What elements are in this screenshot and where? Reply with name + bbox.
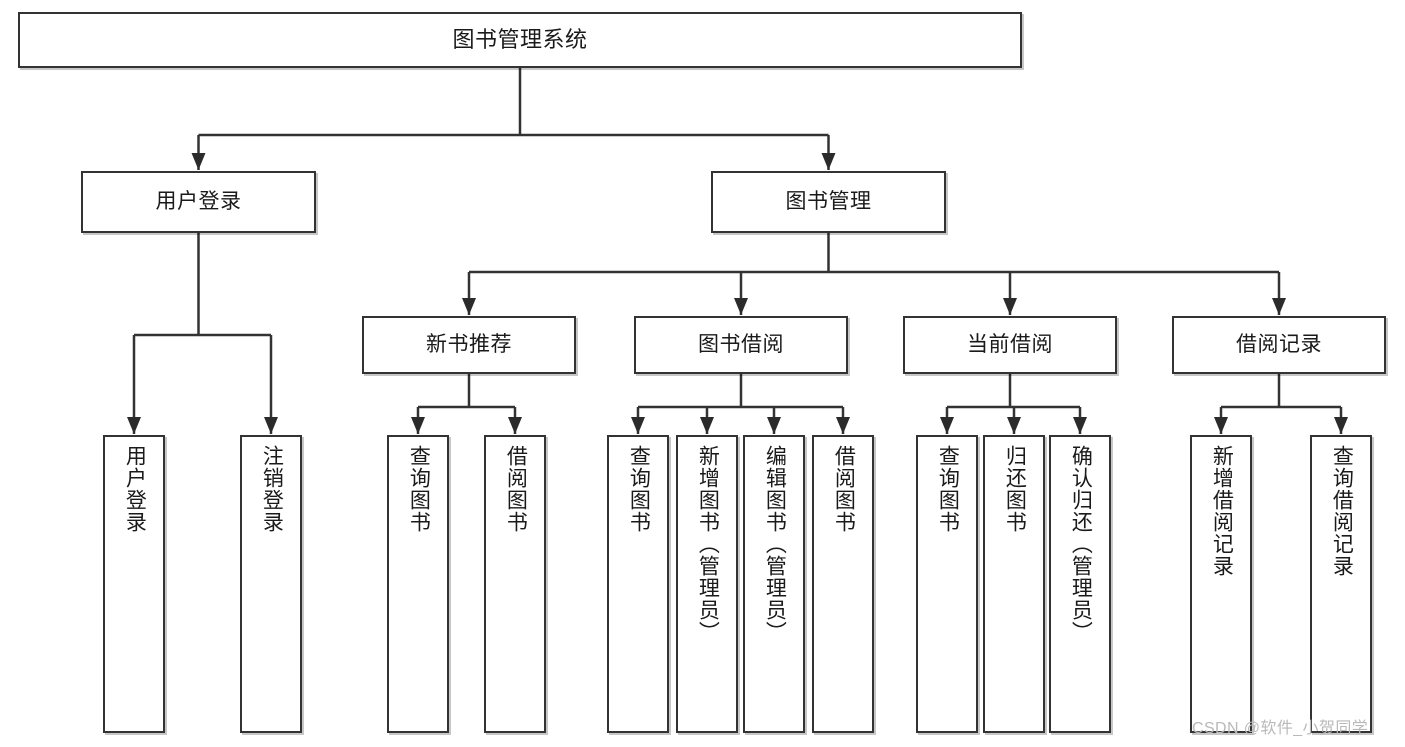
node-label: 借阅图书 <box>504 445 528 533</box>
node-label: 借阅记录 <box>1236 333 1322 357</box>
node-current-2[interactable]: 归还图书 <box>983 435 1045 733</box>
node-label: 编辑图书（管理员） <box>763 445 787 643</box>
node-label: 当前借阅 <box>967 333 1053 357</box>
node-borrow[interactable]: 图书借阅 <box>634 316 848 374</box>
node-login-2[interactable]: 注销登录 <box>240 435 302 733</box>
node-label: 查询借阅记录 <box>1330 445 1354 577</box>
node-label: 归还图书 <box>1003 445 1027 533</box>
node-newbooks[interactable]: 新书推荐 <box>362 316 576 374</box>
node-label: 新书推荐 <box>426 333 512 357</box>
node-label: 用户登录 <box>123 445 147 533</box>
node-label: 注销登录 <box>260 445 284 533</box>
node-borrow-1[interactable]: 查询图书 <box>607 435 669 733</box>
node-label: 用户登录 <box>155 190 242 214</box>
node-login-1[interactable]: 用户登录 <box>103 435 165 733</box>
node-login[interactable]: 用户登录 <box>81 171 316 233</box>
node-label: 图书管理 <box>785 190 872 214</box>
node-newbooks-2[interactable]: 借阅图书 <box>484 435 546 733</box>
node-bookmgmt[interactable]: 图书管理 <box>711 171 946 233</box>
node-label: 借阅图书 <box>832 445 856 533</box>
node-current-3[interactable]: 确认归还（管理员） <box>1049 435 1111 733</box>
watermark-label: CSDN @软件_小贺同学 <box>1192 720 1369 737</box>
node-borrow-3[interactable]: 编辑图书（管理员） <box>743 435 805 733</box>
node-current-1[interactable]: 查询图书 <box>916 435 978 733</box>
node-label: 新增图书（管理员） <box>696 445 720 643</box>
node-borrow-4[interactable]: 借阅图书 <box>812 435 874 733</box>
node-label: 图书借阅 <box>698 333 784 357</box>
node-label: 图书管理系统 <box>452 26 588 52</box>
node-label: 新增借阅记录 <box>1210 445 1234 577</box>
node-borrow-2[interactable]: 新增图书（管理员） <box>676 435 738 733</box>
node-newbooks-1[interactable]: 查询图书 <box>387 435 449 733</box>
node-root[interactable]: 图书管理系统 <box>18 12 1022 68</box>
node-records-1[interactable]: 新增借阅记录 <box>1190 435 1252 733</box>
node-records-2[interactable]: 查询借阅记录 <box>1310 435 1372 733</box>
node-label: 查询图书 <box>936 445 960 533</box>
node-label: 查询图书 <box>407 445 431 533</box>
node-records[interactable]: 借阅记录 <box>1172 316 1386 374</box>
node-label: 查询图书 <box>627 445 651 533</box>
node-label: 确认归还（管理员） <box>1069 445 1093 643</box>
node-current[interactable]: 当前借阅 <box>903 316 1117 374</box>
